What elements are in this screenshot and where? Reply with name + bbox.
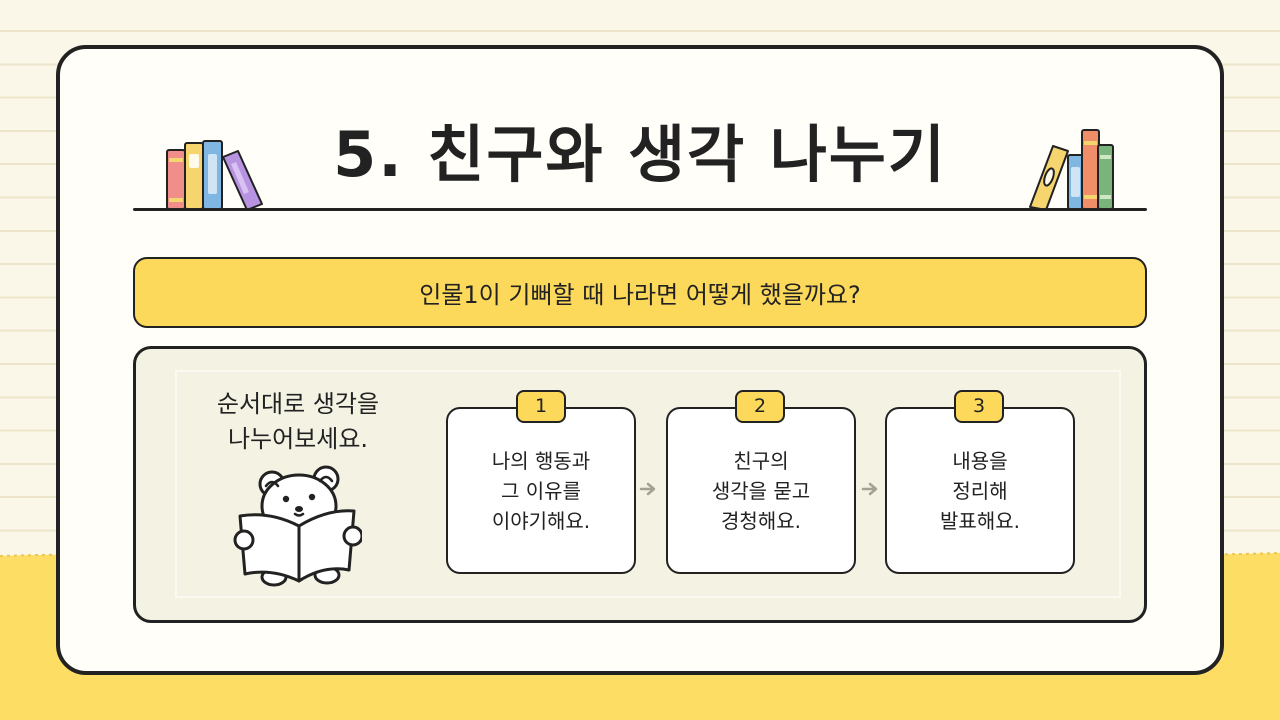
step-number-badge: 1 xyxy=(516,390,566,423)
step-line: 이야기해요. xyxy=(491,509,591,533)
instruction-line: 순서대로 생각을 xyxy=(216,390,380,418)
step-line: 친구의 xyxy=(733,449,789,473)
steps-panel-inner-frame xyxy=(175,370,1121,598)
step-line: 발표해요. xyxy=(940,509,1020,533)
step-line: 경청해요. xyxy=(721,509,801,533)
step-number-badge: 3 xyxy=(954,390,1004,423)
step-text: 나의 행동과 그 이유를 이야기해요. xyxy=(448,446,634,536)
step-text: 친구의 생각을 묻고 경청해요. xyxy=(668,446,854,536)
step-card-1: 나의 행동과 그 이유를 이야기해요. xyxy=(446,407,636,574)
step-line: 정리해 xyxy=(952,479,1008,503)
arrow-right-icon xyxy=(639,482,656,496)
step-text: 내용을 정리해 발표해요. xyxy=(887,446,1073,536)
books-left-icon xyxy=(166,140,263,211)
instruction-text: 순서대로 생각을 나누어보세요. xyxy=(178,387,418,457)
step-number-badge: 2 xyxy=(735,390,785,423)
title-underline xyxy=(133,208,1147,211)
question-banner: 인물1이 기뻐할 때 나라면 어떻게 했을까요? xyxy=(133,257,1147,328)
arrow-right-icon xyxy=(861,482,878,496)
step-line: 내용을 xyxy=(952,449,1008,473)
step-card-2: 친구의 생각을 묻고 경청해요. xyxy=(666,407,856,574)
step-line: 나의 행동과 xyxy=(491,449,591,473)
question-text: 인물1이 기뻐할 때 나라면 어떻게 했을까요? xyxy=(419,281,861,309)
bear-reading-book-icon xyxy=(233,465,362,587)
books-right-icon xyxy=(1029,129,1114,211)
page-title: 5. 친구와 생각 나누기 xyxy=(333,118,947,191)
instruction-line: 나누어보세요. xyxy=(227,425,369,453)
step-line: 그 이유를 xyxy=(501,479,581,503)
step-line: 생각을 묻고 xyxy=(711,479,811,503)
step-card-3: 내용을 정리해 발표해요. xyxy=(885,407,1075,574)
